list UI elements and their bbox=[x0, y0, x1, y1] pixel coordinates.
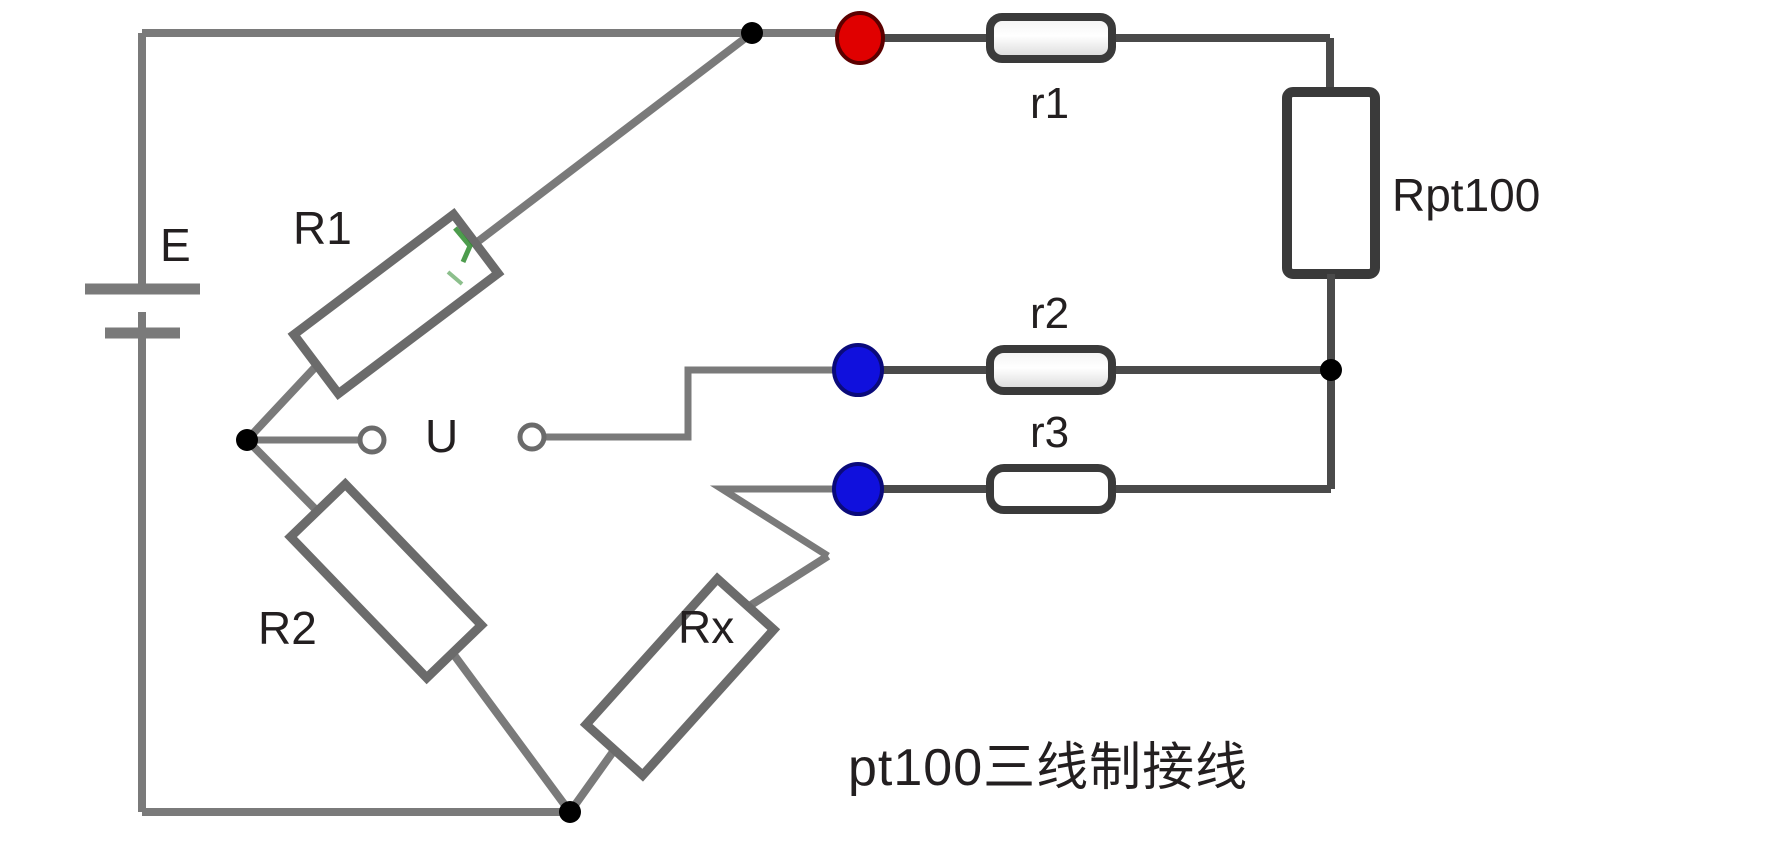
resistor-r2 bbox=[986, 345, 1116, 395]
label-resistor-Rx: Rx bbox=[678, 601, 735, 653]
terminals[interactable] bbox=[357, 11, 885, 516]
wiper-accent-icon bbox=[446, 226, 473, 286]
wire-r2-lower bbox=[439, 637, 574, 815]
wire-rx-to-r3 bbox=[709, 485, 850, 559]
label-resistor-R1: R1 bbox=[293, 202, 352, 254]
wire-u-right bbox=[545, 366, 840, 441]
wire-rx-upper bbox=[737, 552, 831, 616]
resistor-R2 bbox=[284, 477, 488, 685]
resistor-Rx bbox=[579, 572, 781, 782]
wire-r1-lower bbox=[244, 359, 323, 443]
label-resistor-R2: R2 bbox=[258, 602, 317, 654]
resistor-R1-body bbox=[287, 207, 505, 401]
battery-symbol bbox=[85, 283, 200, 339]
label-source-E: E bbox=[160, 219, 191, 271]
diagram-caption: pt100三线制接线 bbox=[848, 739, 1249, 797]
resistor-r2-body bbox=[986, 345, 1116, 395]
label-voltage-U: U bbox=[425, 410, 459, 462]
bridge-arms bbox=[244, 29, 831, 815]
label-sensor-Rpt100: Rpt100 bbox=[1392, 169, 1541, 221]
wire-rx-lower bbox=[566, 739, 624, 815]
resistor-R1 bbox=[287, 207, 505, 401]
node-top-bridge bbox=[741, 22, 763, 44]
label-lead-r3: r3 bbox=[1030, 408, 1070, 457]
terminal-u-left[interactable] bbox=[357, 425, 387, 455]
resistor-Rpt100 bbox=[1282, 87, 1380, 370]
wire-r1-upper bbox=[469, 29, 755, 250]
terminal-red-r1[interactable] bbox=[835, 11, 885, 65]
node-rpt100-r2 bbox=[1320, 359, 1342, 381]
terminal-blue-r3[interactable] bbox=[832, 462, 884, 516]
resistor-Rpt100-body bbox=[1282, 87, 1380, 279]
resistor-R2-body bbox=[284, 477, 488, 685]
voltage-branch bbox=[247, 366, 850, 559]
resistor-r3-body bbox=[986, 464, 1116, 514]
node-left-mid bbox=[236, 429, 258, 451]
label-lead-r1: r1 bbox=[1030, 79, 1070, 128]
junction-nodes bbox=[236, 22, 1342, 823]
wire-group-source-loop bbox=[138, 29, 752, 816]
resistor-r1-body bbox=[986, 13, 1116, 63]
resistor-r3 bbox=[986, 464, 1116, 514]
terminal-blue-r2[interactable] bbox=[832, 343, 884, 397]
node-bottom-bridge bbox=[559, 801, 581, 823]
terminal-u-right[interactable] bbox=[517, 422, 547, 452]
label-lead-r2: r2 bbox=[1030, 289, 1070, 338]
resistor-r1 bbox=[986, 13, 1116, 63]
resistor-Rx-body bbox=[579, 572, 781, 782]
